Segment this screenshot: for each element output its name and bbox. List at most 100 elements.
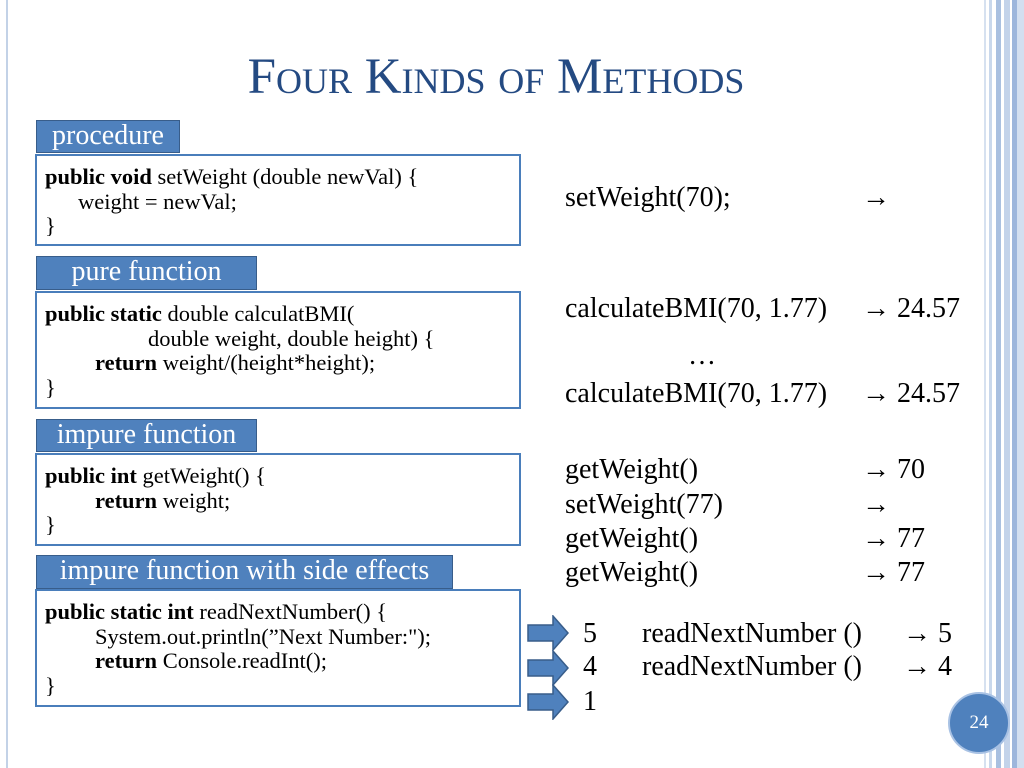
- code-keyword: public static int: [45, 599, 194, 624]
- result-value: 70: [897, 454, 925, 485]
- example-call: setWeight(70);: [565, 182, 731, 213]
- input-call: readNextNumber (): [642, 651, 863, 682]
- code-text: }: [45, 213, 56, 238]
- example-call: setWeight(77): [565, 489, 723, 520]
- code-text: System.out.println(”Next Number:");: [95, 623, 432, 649]
- code-text: getWeight() {: [136, 463, 266, 488]
- code-keyword: return: [95, 648, 158, 673]
- example-result: →77: [862, 556, 925, 590]
- code-line: return weight;: [45, 487, 519, 514]
- example-call: getWeight(): [565, 523, 699, 554]
- result-arrow-icon: →: [903, 651, 931, 682]
- code-line: public void setWeight (double newVal) {: [45, 164, 519, 190]
- result-arrow-icon: →: [862, 523, 890, 554]
- code-text: setWeight (double newVal) {: [151, 164, 419, 189]
- example-result: →24.57: [862, 292, 960, 326]
- input-arrow-icon: [527, 615, 569, 651]
- example-row: setWeight(77) →: [565, 488, 965, 522]
- code-text: double calculatBMI(: [161, 301, 355, 326]
- result-value: 77: [897, 557, 925, 588]
- example-row: getWeight() →77: [565, 522, 965, 556]
- code-text: weight;: [157, 487, 231, 513]
- example-row: getWeight() →77: [565, 556, 965, 590]
- result-value: 4: [938, 651, 952, 682]
- code-line: }: [45, 213, 519, 239]
- code-text: Console.readInt();: [157, 648, 328, 673]
- code-box-impure-function: public int getWeight() { return weight; …: [35, 453, 521, 546]
- method-label-impure-side-effects: impure function with side effects: [36, 555, 453, 589]
- code-box-procedure: public void setWeight (double newVal) { …: [35, 154, 521, 246]
- code-keyword: public void: [45, 164, 152, 189]
- arrow-shape: [527, 615, 569, 651]
- method-label-pure-function: pure function: [36, 256, 257, 290]
- result-value: 77: [897, 523, 925, 554]
- code-text: double weight, double height) {: [148, 325, 435, 351]
- code-line: public int getWeight() {: [45, 463, 519, 489]
- code-line: }: [45, 512, 519, 538]
- method-label-impure-function: impure function: [36, 419, 257, 452]
- code-box-impure-side-effects: public static int readNextNumber() { Sys…: [35, 589, 521, 707]
- right-border-stripes: [984, 0, 1024, 768]
- input-row: 1: [583, 685, 963, 719]
- example-result: →: [862, 181, 892, 215]
- code-line: double weight, double height) {: [45, 325, 519, 352]
- result-value: 5: [938, 618, 952, 649]
- example-result: →24.57: [862, 377, 960, 411]
- result-arrow-icon: →: [862, 378, 890, 409]
- input-result: →4: [903, 650, 952, 684]
- result-value: 24.57: [897, 293, 960, 324]
- code-line: return weight/(height*height);: [45, 350, 519, 376]
- example-row: calculateBMI(70, 1.77) →24.57: [565, 292, 965, 326]
- result-arrow-icon: →: [862, 557, 890, 588]
- input-value: 5: [583, 618, 597, 649]
- code-line: System.out.println(”Next Number:");: [45, 623, 519, 650]
- code-keyword: return: [95, 350, 158, 375]
- slide-title: Four Kinds of Methods: [247, 49, 745, 105]
- example-result: →77: [862, 522, 925, 556]
- result-arrow-icon: →: [862, 182, 890, 213]
- input-result: →5: [903, 617, 952, 651]
- ellipsis: …: [688, 340, 716, 371]
- left-border-rule: [6, 0, 8, 768]
- code-keyword: public int: [45, 463, 137, 488]
- code-text: }: [45, 672, 56, 698]
- result-value: 24.57: [897, 378, 960, 409]
- code-line: }: [45, 374, 519, 401]
- code-text: readNextNumber() {: [193, 599, 387, 624]
- arrow-shape: [527, 684, 569, 720]
- example-call: getWeight(): [565, 557, 699, 588]
- example-call: calculateBMI(70, 1.77): [565, 378, 828, 409]
- input-value: 4: [583, 651, 597, 682]
- example-call: calculateBMI(70, 1.77): [565, 293, 828, 324]
- code-keyword: public static: [45, 301, 162, 326]
- result-arrow-icon: →: [862, 454, 890, 485]
- result-arrow-icon: →: [862, 489, 890, 520]
- code-text: weight = newVal;: [78, 188, 237, 214]
- method-label-procedure: procedure: [36, 120, 180, 153]
- code-text: }: [45, 374, 56, 400]
- input-row: 5 readNextNumber () →5: [583, 617, 963, 651]
- code-text: }: [45, 512, 56, 537]
- code-box-pure-function: public static double calculatBMI( double…: [35, 291, 521, 409]
- input-call: readNextNumber (): [642, 618, 863, 649]
- example-call: getWeight(): [565, 454, 699, 485]
- code-line: }: [45, 672, 519, 699]
- result-arrow-icon: →: [862, 293, 890, 324]
- code-keyword: return: [95, 487, 158, 513]
- arrow-shape: [527, 650, 569, 686]
- input-value: 1: [583, 686, 597, 717]
- input-row: 4 readNextNumber () →4: [583, 650, 963, 684]
- input-arrow-icon: [527, 650, 569, 686]
- example-result: →70: [862, 453, 925, 487]
- page-number-badge: 24: [948, 692, 1010, 754]
- code-text: weight/(height*height);: [157, 350, 376, 375]
- example-row: calculateBMI(70, 1.77) →24.57: [565, 377, 965, 411]
- example-row: getWeight() →70: [565, 453, 965, 487]
- example-result: →: [862, 488, 892, 522]
- input-arrow-icon: [527, 684, 569, 720]
- example-row: setWeight(70); →: [565, 181, 965, 215]
- code-line: public static double calculatBMI(: [45, 301, 519, 327]
- result-arrow-icon: →: [903, 618, 931, 649]
- code-line: return Console.readInt();: [45, 648, 519, 674]
